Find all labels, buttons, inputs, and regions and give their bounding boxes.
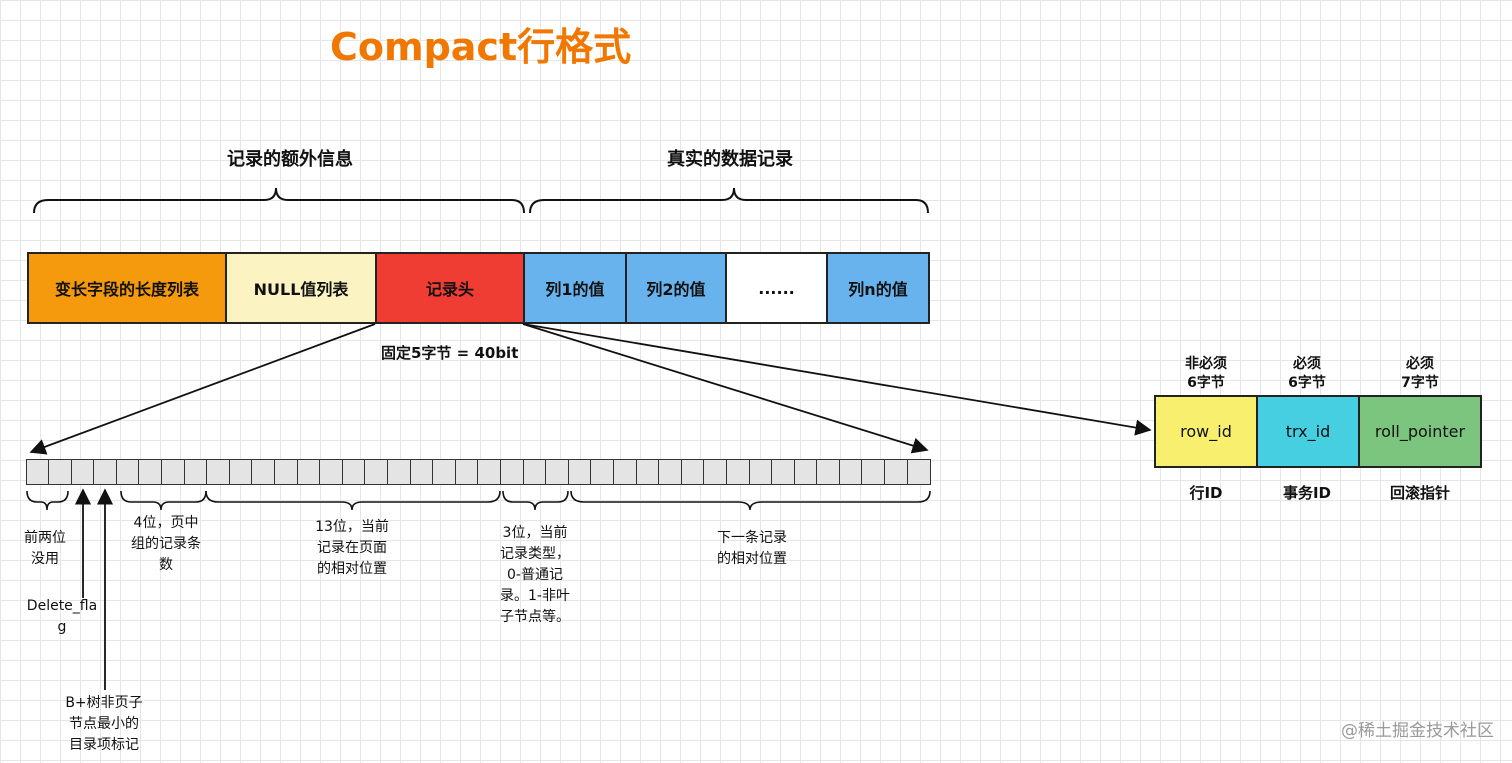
note-line: 4位，页中 bbox=[133, 515, 199, 531]
brace-heap-no bbox=[205, 490, 501, 511]
brace-next-record bbox=[570, 490, 931, 511]
note-line: 录。1-非叶 bbox=[500, 588, 570, 604]
bit-note-next-record: 下一条记录 的相对位置 bbox=[700, 528, 804, 570]
arrow-to-hidden-columns bbox=[522, 323, 1152, 436]
row-id-description: 行ID bbox=[1189, 484, 1223, 502]
header-bit bbox=[409, 459, 434, 485]
header-bit bbox=[93, 459, 118, 485]
extra-info-brace bbox=[33, 187, 525, 214]
header-bit-strip bbox=[25, 459, 931, 485]
note-line: g bbox=[57, 619, 67, 635]
header-bit bbox=[161, 459, 186, 485]
requirement-line: 6字节 bbox=[1187, 375, 1225, 391]
diagram-title: Compact行格式 bbox=[330, 25, 632, 69]
header-bit bbox=[861, 459, 886, 485]
bit-note-n-owned: 4位，页中 组的记录条 数 bbox=[118, 513, 214, 576]
note-line: 的相对位置 bbox=[717, 551, 787, 567]
header-bit bbox=[590, 459, 615, 485]
note-line: 的相对位置 bbox=[317, 561, 387, 577]
row-cell-ellipsis: ...... bbox=[725, 252, 828, 324]
requirement-line: 7字节 bbox=[1401, 375, 1439, 391]
header-bit bbox=[115, 459, 140, 485]
note-line: 记录类型， bbox=[500, 546, 570, 562]
header-bit bbox=[612, 459, 638, 485]
row-cell-column-n: 列n的值 bbox=[826, 252, 930, 324]
hidden-column-row-id: row_id bbox=[1154, 395, 1258, 468]
trx-id-description: 事务ID bbox=[1282, 484, 1332, 502]
header-bit bbox=[793, 459, 818, 485]
bit-note-record-type: 3位，当前 记录类型， 0-普通记 录。1-非叶 子节点等。 bbox=[485, 523, 585, 628]
header-bit bbox=[228, 459, 253, 485]
trx-id-requirement: 必须 6字节 bbox=[1256, 355, 1358, 393]
row-cell-column-1: 列1的值 bbox=[523, 252, 627, 324]
row-id-requirement: 非必须 6字节 bbox=[1155, 355, 1257, 393]
bit-note-unused: 前两位 没用 bbox=[14, 528, 76, 570]
note-line: 子节点等。 bbox=[500, 609, 570, 625]
row-cell-null-list: NULL值列表 bbox=[225, 252, 377, 324]
arrow-to-bit-start bbox=[29, 323, 376, 455]
row-cell-column-2: 列2的值 bbox=[625, 252, 727, 324]
note-line: 数 bbox=[159, 557, 173, 573]
row-cell-variable-length-list: 变长字段的长度列表 bbox=[27, 252, 227, 324]
header-bit bbox=[341, 459, 366, 485]
arrow-to-bit-end bbox=[522, 323, 929, 454]
header-bit bbox=[477, 459, 502, 485]
header-bit bbox=[138, 459, 163, 485]
real-data-label: 真实的数据记录 bbox=[667, 149, 793, 170]
header-bit bbox=[658, 459, 683, 485]
note-line: B+树非页子 bbox=[65, 695, 143, 711]
requirement-line: 必须 bbox=[1293, 356, 1321, 372]
brace-record-type bbox=[502, 490, 569, 511]
note-line: 前两位 bbox=[24, 530, 66, 546]
requirement-line: 6字节 bbox=[1288, 375, 1326, 391]
note-line: 目录项标记 bbox=[69, 737, 139, 753]
requirement-line: 非必须 bbox=[1185, 356, 1227, 372]
note-line: 节点最小的 bbox=[69, 716, 139, 732]
note-line: 3位，当前 bbox=[502, 525, 568, 541]
note-line: 记录在页面 bbox=[317, 540, 387, 556]
real-data-brace bbox=[529, 187, 929, 214]
header-size-note: 固定5字节 = 40bit bbox=[381, 344, 519, 362]
bit-note-heap-no: 13位，当前 记录在页面 的相对位置 bbox=[302, 517, 402, 580]
header-bit bbox=[387, 459, 412, 485]
header-bit bbox=[906, 459, 931, 485]
header-bit bbox=[725, 459, 750, 485]
header-bit bbox=[454, 459, 479, 485]
header-bit bbox=[680, 459, 705, 485]
header-bit bbox=[319, 459, 344, 485]
note-line: 没用 bbox=[31, 551, 59, 567]
requirement-line: 必须 bbox=[1406, 356, 1434, 372]
header-bit bbox=[296, 459, 321, 485]
extra-info-label: 记录的额外信息 bbox=[227, 149, 353, 170]
header-bit bbox=[70, 459, 95, 485]
bit-note-min-rec-flag: B+树非页子 节点最小的 目录项标记 bbox=[54, 693, 154, 756]
roll-pointer-requirement: 必须 7字节 bbox=[1358, 355, 1482, 393]
header-bit bbox=[251, 459, 276, 485]
note-line: 0-普通记 bbox=[507, 567, 563, 583]
watermark: @稀土掘金技术社区 bbox=[1341, 721, 1494, 741]
note-line: Delete_fla bbox=[26, 598, 98, 614]
brace-n-owned bbox=[120, 490, 207, 511]
brace-unused bbox=[26, 490, 69, 511]
hidden-column-roll-pointer: roll_pointer bbox=[1358, 395, 1482, 468]
roll-pointer-description: 回滚指针 bbox=[1389, 484, 1450, 502]
header-bit bbox=[183, 459, 208, 485]
note-line: 组的记录条 bbox=[131, 536, 201, 552]
header-bit bbox=[635, 459, 660, 485]
bit-note-delete-flag: Delete_fla g bbox=[14, 596, 110, 638]
header-bit bbox=[48, 459, 73, 485]
note-line: 13位，当前 bbox=[315, 519, 389, 535]
note-line: 下一条记录 bbox=[717, 530, 787, 546]
header-bit bbox=[499, 459, 525, 485]
hidden-column-trx-id: trx_id bbox=[1256, 395, 1360, 468]
